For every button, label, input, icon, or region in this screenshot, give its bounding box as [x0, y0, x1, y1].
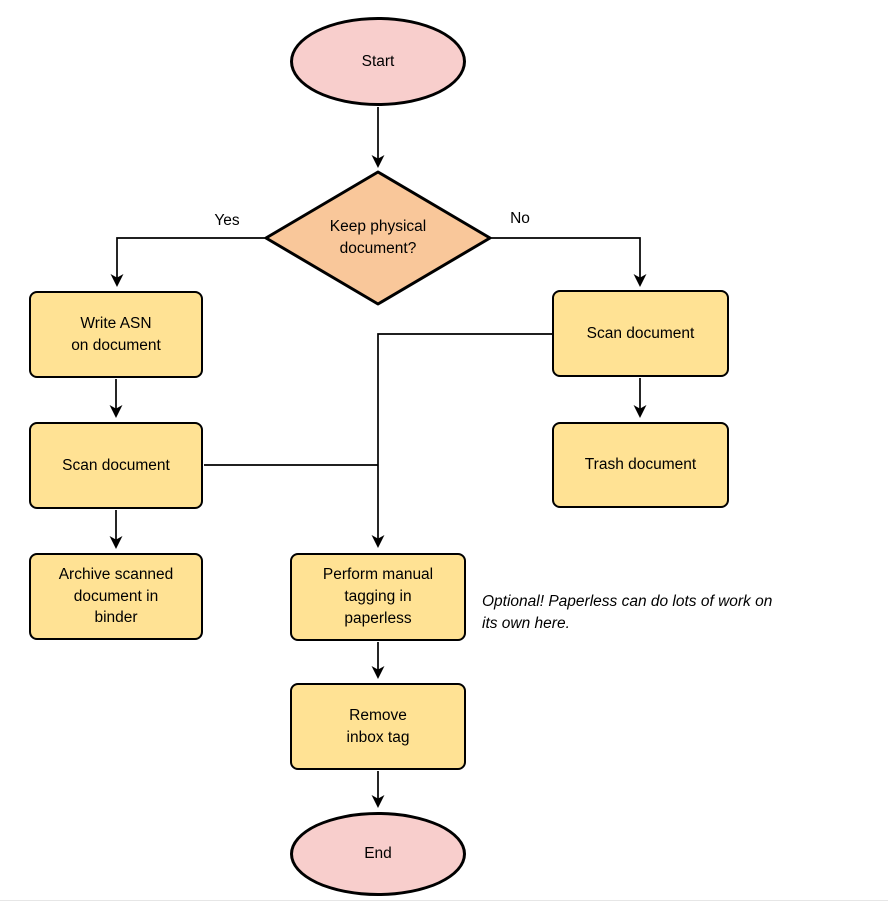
- edge-label-no: No: [510, 210, 530, 227]
- optional-note: Optional! Paperless can do lots of work …: [482, 593, 773, 633]
- node-trash-document: Trash document: [552, 422, 729, 508]
- node-manual-tagging: Perform manual tagging in paperless: [290, 553, 466, 641]
- edge-decision-yes-to-write-asn: [110, 237, 266, 287]
- edge-label-yes: Yes: [214, 212, 240, 229]
- node-start: Start: [290, 17, 466, 106]
- node-scan-document-right: Scan document: [552, 290, 729, 377]
- node-decision-label: Keep physical document?: [329, 218, 427, 257]
- node-write-asn: Write ASN on document: [29, 291, 203, 378]
- page-divider-line: [0, 900, 888, 901]
- node-remove-inbox-tag: Remove inbox tag: [290, 683, 466, 770]
- node-scan-document-left: Scan document: [29, 422, 203, 509]
- edge-scan-right-to-tagging: [371, 333, 552, 548]
- node-archive-scanned: Archive scanned document in binder: [29, 553, 203, 640]
- edge-decision-no-to-scan-right: [490, 237, 647, 287]
- node-end: End: [290, 812, 466, 896]
